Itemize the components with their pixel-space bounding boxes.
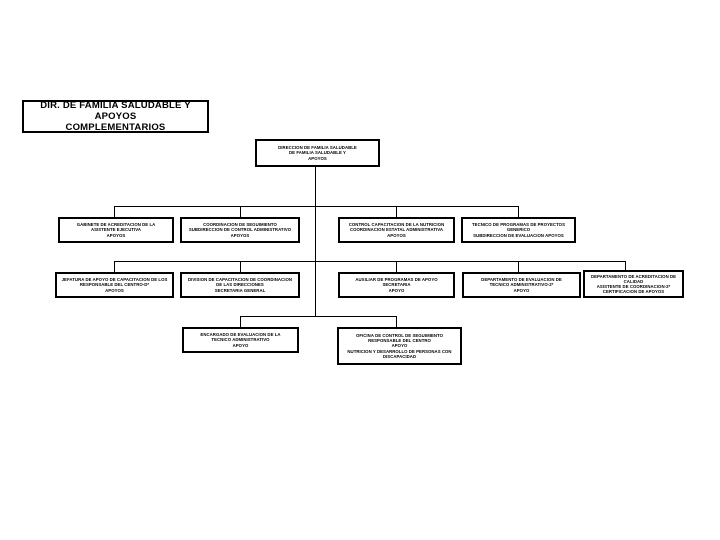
node-level2-1[interactable]: DIRECCION DE FAMILIA SALUDABLE DE FAMILI… [255, 139, 380, 167]
node-level4-3[interactable]: AUXILIAR DE PROGRAMAS DE APOYO SECRETARI… [338, 272, 455, 298]
connector-l2-spine [315, 167, 316, 206]
node-level3-3-label: CONTROL CAPACITACION DE LA NUTRICION COO… [348, 222, 445, 238]
node-level4-5[interactable]: DEPARTAMENTO DE ACREDITACION DE CALIDAD … [583, 270, 684, 298]
node-level2-1-label: DIRECCION DE FAMILIA SALUDABLE DE FAMILI… [278, 145, 357, 161]
title-box[interactable]: DIR. DE FAMILIA SALUDABLE Y APOYOS COMPL… [22, 100, 209, 133]
node-level4-5-label: DEPARTAMENTO DE ACREDITACION DE CALIDAD … [590, 273, 677, 295]
node-level4-2-label: DIVISION DE CAPACITACION DE COORDINACION… [187, 277, 292, 293]
title-box-label: DIR. DE FAMILIA SALUDABLE Y APOYOS COMPL… [40, 99, 191, 134]
connector-drop-l4-1 [114, 261, 115, 272]
connector-drop-l5-2 [396, 316, 397, 327]
connector-drop-l4-5 [625, 261, 626, 272]
node-level4-1-label: JEFATURA DE APOYO DE CAPACITACION DE LOS… [61, 277, 168, 293]
node-level5-2-label: OFICINA DE CONTROL DE SEGUIMIENTO RESPON… [347, 333, 452, 359]
connector-drop-l4-3 [396, 261, 397, 272]
connector-bus-level4 [114, 261, 625, 262]
connector-drop-l3-1 [114, 206, 115, 217]
node-level3-4-label: TECNICO DE PROGRAMAS DE PROYECTOS GENERI… [471, 222, 565, 238]
connector-spine-l3-l4 [315, 206, 316, 261]
node-level3-4[interactable]: TECNICO DE PROGRAMAS DE PROYECTOS GENERI… [461, 217, 576, 243]
connector-drop-l4-4 [518, 261, 519, 272]
connector-drop-l5-1 [240, 316, 241, 327]
node-level3-3[interactable]: CONTROL CAPACITACION DE LA NUTRICION COO… [338, 217, 455, 243]
node-level4-3-label: AUXILIAR DE PROGRAMAS DE APOYO SECRETARI… [355, 277, 438, 293]
node-level5-1[interactable]: ENCARGADO DE EVALUACION DE LA TECNICO AD… [182, 327, 299, 353]
connector-drop-l4-2 [240, 261, 241, 272]
node-level5-1-label: ENCARGADO DE EVALUACION DE LA TECNICO AD… [200, 332, 281, 348]
connector-bus-level5 [240, 316, 396, 317]
node-level3-2[interactable]: COORDINACION DE SEGUIMIENTO SUBDIRECCION… [180, 217, 300, 243]
connector-drop-l3-4 [518, 206, 519, 217]
connector-spine-l4-l5 [315, 261, 316, 316]
node-level3-1-label: GABINETE DE ACREDITACION DE LA ASISTENTE… [76, 222, 156, 238]
node-level4-1[interactable]: JEFATURA DE APOYO DE CAPACITACION DE LOS… [55, 272, 174, 298]
node-level5-2[interactable]: OFICINA DE CONTROL DE SEGUIMIENTO RESPON… [337, 327, 462, 365]
node-level3-2-label: COORDINACION DE SEGUIMIENTO SUBDIRECCION… [188, 222, 292, 238]
connector-drop-l3-2 [240, 206, 241, 217]
connector-drop-l3-3 [396, 206, 397, 217]
node-level4-4-label: DEPARTAMENTO DE EVALUACION DE TECNICO AD… [481, 277, 562, 293]
node-level4-2[interactable]: DIVISION DE CAPACITACION DE COORDINACION… [180, 272, 300, 298]
connector-bus-level3 [114, 206, 518, 207]
node-level4-4[interactable]: DEPARTAMENTO DE EVALUACION DE TECNICO AD… [462, 272, 581, 298]
node-level3-1[interactable]: GABINETE DE ACREDITACION DE LA ASISTENTE… [58, 217, 174, 243]
